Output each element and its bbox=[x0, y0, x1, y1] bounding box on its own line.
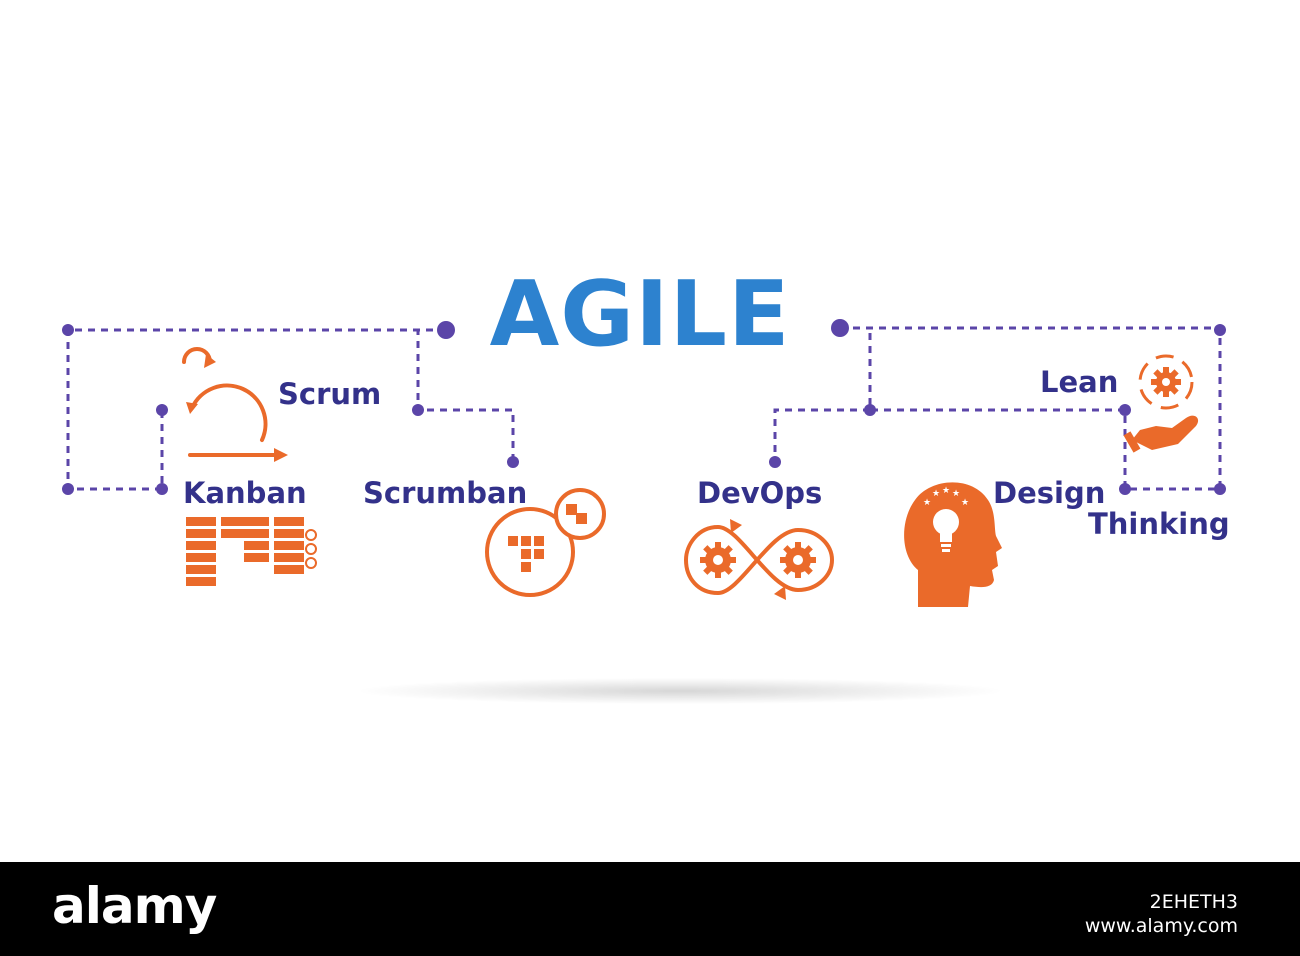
connector-nodes bbox=[62, 319, 1226, 495]
image-id: 2EHETH3 bbox=[1149, 891, 1238, 913]
footer-bar bbox=[0, 862, 1300, 956]
site-url: www.alamy.com bbox=[1084, 915, 1238, 937]
label-devops: DevOps bbox=[697, 476, 823, 510]
svg-text:★: ★ bbox=[932, 489, 940, 499]
label-thinking: Thinking bbox=[1088, 507, 1230, 541]
scrumban-icon bbox=[485, 488, 606, 597]
svg-text:★: ★ bbox=[942, 486, 950, 496]
label-lean: Lean bbox=[1040, 365, 1119, 399]
alamy-logo: alamy bbox=[52, 877, 217, 935]
drop-shadow bbox=[360, 678, 1000, 704]
agile-diagram: ★★★ ★★ bbox=[62, 319, 1226, 607]
devops-gears-icon bbox=[683, 519, 835, 600]
kanban-board-icon bbox=[186, 517, 317, 586]
stock-image-id: 2EHETH3 www.alamy.com bbox=[1085, 890, 1238, 938]
lean-hand-gear-icon bbox=[1123, 354, 1199, 453]
svg-text:★: ★ bbox=[952, 489, 960, 499]
agile-title: AGILE bbox=[489, 262, 791, 367]
svg-text:★: ★ bbox=[961, 498, 969, 508]
label-kanban: Kanban bbox=[183, 476, 307, 510]
label-design: Design bbox=[993, 476, 1106, 510]
svg-text:★: ★ bbox=[923, 498, 931, 508]
label-scrum: Scrum bbox=[278, 377, 382, 411]
label-scrumban: Scrumban bbox=[363, 476, 528, 510]
design-thinking-head-icon: ★★★ ★★ bbox=[904, 482, 1002, 607]
scrum-cycle-icon bbox=[182, 347, 288, 462]
